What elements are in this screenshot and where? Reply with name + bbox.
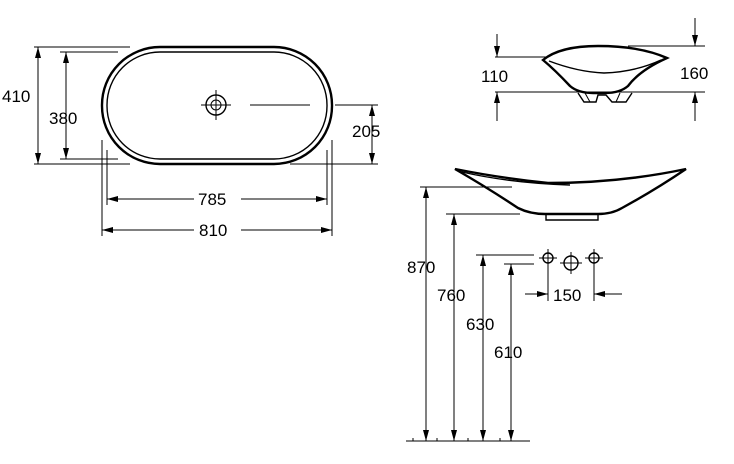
basin-inner-outline [106,51,328,160]
label-inner-height: 380 [49,109,77,128]
drain-icon [201,90,231,120]
side-view: 110 160 [481,18,708,121]
valve-right-icon [585,249,603,267]
bowl-base-fitting [577,92,633,103]
basin-drain-bottom [545,214,599,221]
elevation-view: 870 760 630 610 150 [406,167,687,442]
valve-center-icon [560,252,582,274]
basin-elevation-profile [454,167,687,216]
top-view: 410 380 205 785 810 [2,45,380,240]
label-bowl-depth: 110 [481,67,508,86]
label-drain-offset: 205 [352,122,380,141]
label-outer-width: 810 [199,221,227,240]
basin-outer-outline [100,45,334,166]
valve-left-icon [539,249,557,267]
label-supply-upper: 630 [466,315,494,334]
bowl-side-profile [541,44,670,95]
label-valve-spacing: 150 [553,286,581,305]
label-inner-width: 785 [198,190,226,209]
label-outer-height: 410 [2,87,30,106]
label-bottom-height: 760 [437,286,465,305]
label-rim-height: 870 [407,258,435,277]
label-total-height: 160 [680,64,708,83]
label-supply-lower: 610 [494,343,522,362]
